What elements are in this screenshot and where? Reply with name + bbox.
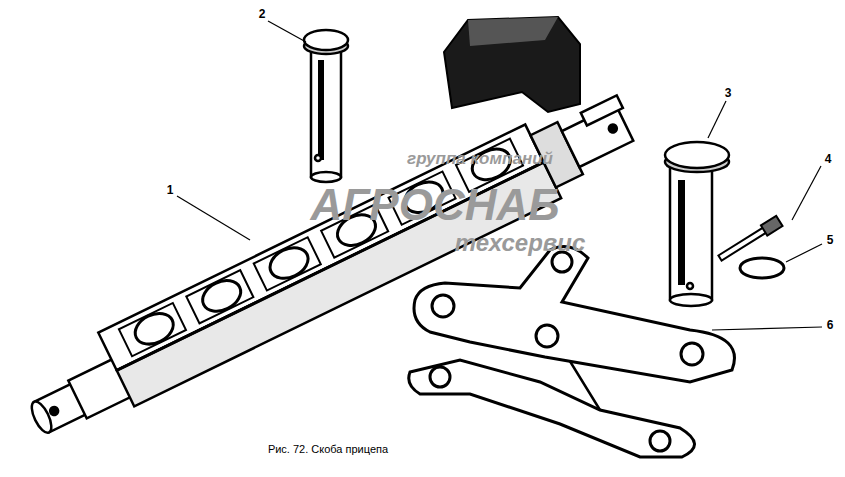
callout-number: 4	[825, 153, 832, 165]
watermark: техсервис	[455, 231, 586, 255]
leader-lines	[177, 21, 822, 330]
figure-caption: Рис. 72. Скоба прицепа	[268, 443, 388, 455]
callout-number: 6	[827, 319, 834, 331]
watermark: группа компаний	[407, 150, 553, 167]
pin	[665, 142, 729, 306]
stop-block	[444, 17, 580, 112]
callout-number: 5	[827, 234, 834, 246]
watermark: АГРОСНАБ	[311, 183, 560, 227]
bracket	[409, 246, 735, 457]
callout-number: 1	[167, 184, 174, 196]
callout-number: 2	[259, 8, 266, 20]
callout-number: 3	[725, 87, 732, 99]
bolt	[717, 216, 783, 263]
pin	[304, 30, 348, 182]
block-face	[468, 17, 558, 46]
ring	[740, 258, 784, 278]
